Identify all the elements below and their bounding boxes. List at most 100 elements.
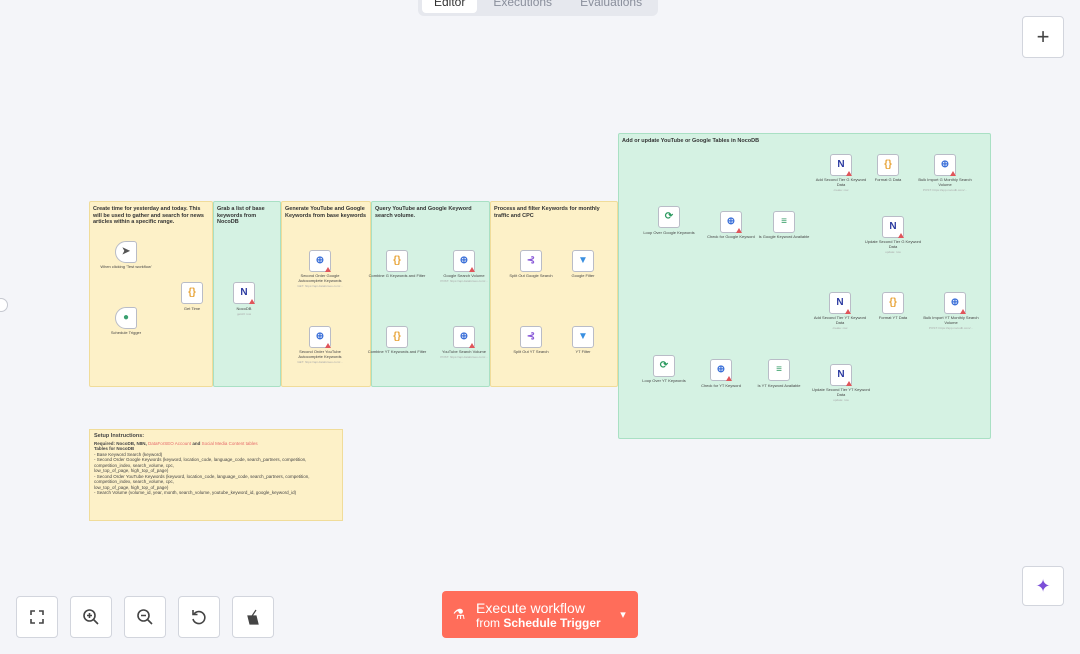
clock-icon: ● [122,312,130,323]
node-subtitle: update: row [885,249,901,254]
node-label: Format YT Data [878,315,908,320]
warning-icon [846,171,852,176]
node-nocodb[interactable]: N [233,282,255,304]
node-add-g[interactable]: N [830,154,852,176]
node-label: Google Filter [571,273,595,278]
warning-icon [898,233,904,238]
node-check-yt[interactable]: ⊕ [710,359,732,381]
and-text: and [192,440,201,446]
node-check-google[interactable]: ⊕ [720,211,742,233]
node-subtitle: POST: https://app.nocodb.com/... [922,187,968,192]
sticky-note-query[interactable]: Query YouTube and Google Keyword search … [371,201,490,387]
warning-icon [960,309,966,314]
node-yt-filter[interactable]: ▼ [572,326,594,348]
node-is-yt-available[interactable]: ≡ [768,359,790,381]
required-label: Required: NocoDB, N8N, [94,440,147,446]
node-subtitle: create: row [832,325,848,330]
node-combine-yt[interactable]: {} [386,326,408,348]
tab-editor[interactable]: Editor [422,0,478,13]
warning-icon [469,267,475,272]
node-subtitle: POST: https://api.dataforseo.com/... [440,278,488,283]
broom-icon [247,609,259,625]
node-update-yt[interactable]: N [830,364,852,386]
node-subtitle: create: row [833,187,849,192]
execute-options-chevron[interactable]: ▾ [608,591,638,638]
flask-icon: ⚗ [452,606,466,622]
node-second-order-google[interactable]: ⊕ [309,250,331,272]
node-add-yt[interactable]: N [829,292,851,314]
node-manual-trigger[interactable]: ➤ [115,241,137,263]
node-youtube-search-volume[interactable]: ⊕ [453,326,475,348]
sparkle-icon: ✦ [1035,575,1051,596]
node-combine-g[interactable]: {} [386,250,408,272]
node-label: Get Time [183,306,201,311]
dataforseo-link[interactable]: DataForSEO Account [148,440,192,446]
warning-icon [726,376,732,381]
zoom-in-button[interactable] [70,596,112,638]
execute-label: Execute workflow [476,599,585,616]
sticky-text: Query YouTube and Google Keyword search … [375,206,472,219]
fit-view-button[interactable] [16,596,58,638]
setup-title: Setup Instructions: [94,433,145,439]
node-bulk-g[interactable]: ⊕ [934,154,956,176]
node-schedule-trigger[interactable]: ● [115,307,137,329]
node-label: Loop Over Google Keywords [643,230,695,235]
node-get-time[interactable]: {} [181,282,203,304]
node-split-google[interactable]: ⊰ [520,250,542,272]
zoom-out-icon [137,609,153,625]
nocodb-icon: N [889,221,897,232]
code-braces-icon: {} [889,297,897,308]
plus-icon: + [1036,24,1050,49]
sticky-note-process[interactable]: Process and filter Keywords for monthly … [490,201,618,387]
node-split-yt[interactable]: ⊰ [520,326,542,348]
ai-assistant-button[interactable]: ✦ [1022,566,1064,606]
pointer-icon: ➤ [121,246,131,257]
node-second-order-youtube[interactable]: ⊕ [309,326,331,348]
sticky-note-add-update[interactable]: Add or update YouTube or Google Tables i… [618,133,991,439]
node-subtitle: POST: https://app.nocodb.com/... [928,325,974,330]
warning-icon [846,381,852,386]
node-format-yt[interactable]: {} [882,292,904,314]
node-loop-yt[interactable]: ⟳ [653,355,675,377]
execute-workflow-button[interactable]: ⚗ Execute workflow from Schedule Trigger… [442,591,638,638]
globe-icon: ⊕ [940,159,950,170]
node-google-search-volume[interactable]: ⊕ [453,250,475,272]
globe-icon: ⊕ [950,297,960,308]
node-label: Check for Google Keyword [707,234,755,239]
node-loop-google[interactable]: ⟳ [658,206,680,228]
node-update-g[interactable]: N [882,216,904,238]
tab-evaluations[interactable]: Evaluations [580,0,643,9]
setup-instructions-note[interactable]: Setup Instructions: Required: NocoDB, N8… [89,429,343,521]
tidy-up-button[interactable] [232,596,274,638]
node-format-g[interactable]: {} [877,154,899,176]
node-label: Is Google Keyword Available [758,234,810,239]
add-node-button[interactable]: + [1022,16,1064,58]
globe-icon: ⊕ [315,255,325,266]
fullscreen-icon [30,610,44,624]
node-google-filter[interactable]: ▼ [572,250,594,272]
node-label: When clicking 'Test workflow' [100,264,152,269]
node-title: Update Second Tier G Keyword Data [864,239,922,249]
sticky-text: Process and filter Keywords for monthly … [494,206,600,219]
sticky-note-generate[interactable]: Generate YouTube and Google Keywords fro… [281,201,371,387]
setup-line: - Base Keyword Search (keyword) [94,451,163,457]
tables-link[interactable]: Social Media Content tables [201,440,258,446]
sticky-text: Grab a list of base keywords from NocoDB [217,206,265,225]
node-label: Format G Data [874,177,902,182]
globe-icon: ⊕ [459,331,469,342]
node-bulk-yt[interactable]: ⊕ [944,292,966,314]
tab-executions[interactable]: Executions [493,0,553,9]
zoom-out-button[interactable] [124,596,166,638]
undo-icon [192,610,206,625]
globe-icon: ⊕ [716,364,726,375]
nocodb-icon: N [837,369,845,380]
node-title: Second Order YouTube Autocomplete Keywor… [298,349,342,359]
zoom-in-icon [83,609,99,625]
node-is-google-available[interactable]: ≡ [773,211,795,233]
if-icon: ≡ [776,364,782,375]
reset-zoom-button[interactable] [178,596,220,638]
